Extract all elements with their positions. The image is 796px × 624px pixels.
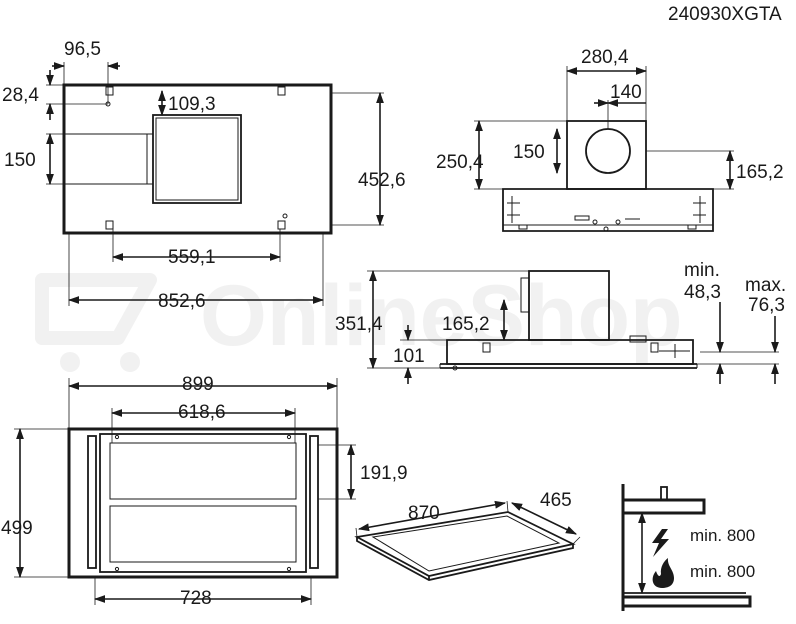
clearance-view — [621, 484, 752, 611]
dim-min-value: 48,3 — [684, 282, 721, 303]
dim-inner-width: 618,6 — [178, 402, 226, 423]
dim-hole-spacing: 559,1 — [168, 247, 216, 268]
side-view — [474, 66, 734, 232]
dim-outlet-height: 165,2 — [736, 162, 784, 183]
dim-overall-height: 351,4 — [335, 314, 383, 335]
dim-width: 852,6 — [158, 291, 206, 312]
dim-cutout-height: 499 — [1, 518, 33, 539]
dim-duct-diameter: 140 — [610, 82, 642, 103]
dim-cutout-width: 899 — [182, 374, 214, 395]
iso-view — [354, 500, 581, 581]
label-max: max. — [745, 275, 786, 296]
dim-duct-height: 150 — [4, 150, 36, 171]
cutout-view — [14, 378, 356, 605]
dim-iso-length: 870 — [408, 503, 440, 524]
watermark: OnlineShop — [35, 268, 683, 372]
label-electric-clearance: min. 800 — [690, 526, 755, 545]
dim-panel-height: 191,9 — [360, 463, 408, 484]
dim-box-width: 280,4 — [581, 47, 629, 68]
watermark-text: OnlineShop — [200, 268, 683, 364]
dim-depth: 452,6 — [358, 170, 406, 191]
label-min: min. — [684, 260, 720, 281]
profile-view — [367, 269, 779, 384]
dim-offset-x: 96,5 — [64, 39, 101, 60]
dim-duct-offset: 109,3 — [168, 94, 216, 115]
label-gas-clearance: min. 800 — [690, 562, 755, 581]
top-view — [46, 62, 384, 306]
dim-side-duct-height: 150 — [513, 142, 545, 163]
dim-max-value: 76,3 — [748, 295, 785, 316]
flame-icon — [652, 558, 674, 588]
dim-bottom-width: 728 — [180, 588, 212, 609]
dim-offset-y: 28,4 — [2, 85, 39, 106]
dim-base-height: 101 — [393, 346, 425, 367]
dim-total-height: 250,4 — [436, 152, 484, 173]
electric-icon — [652, 529, 669, 557]
dim-iso-depth: 465 — [540, 490, 572, 511]
model-code: 240930XGTA — [668, 4, 782, 25]
dim-body-height: 165,2 — [442, 314, 490, 335]
